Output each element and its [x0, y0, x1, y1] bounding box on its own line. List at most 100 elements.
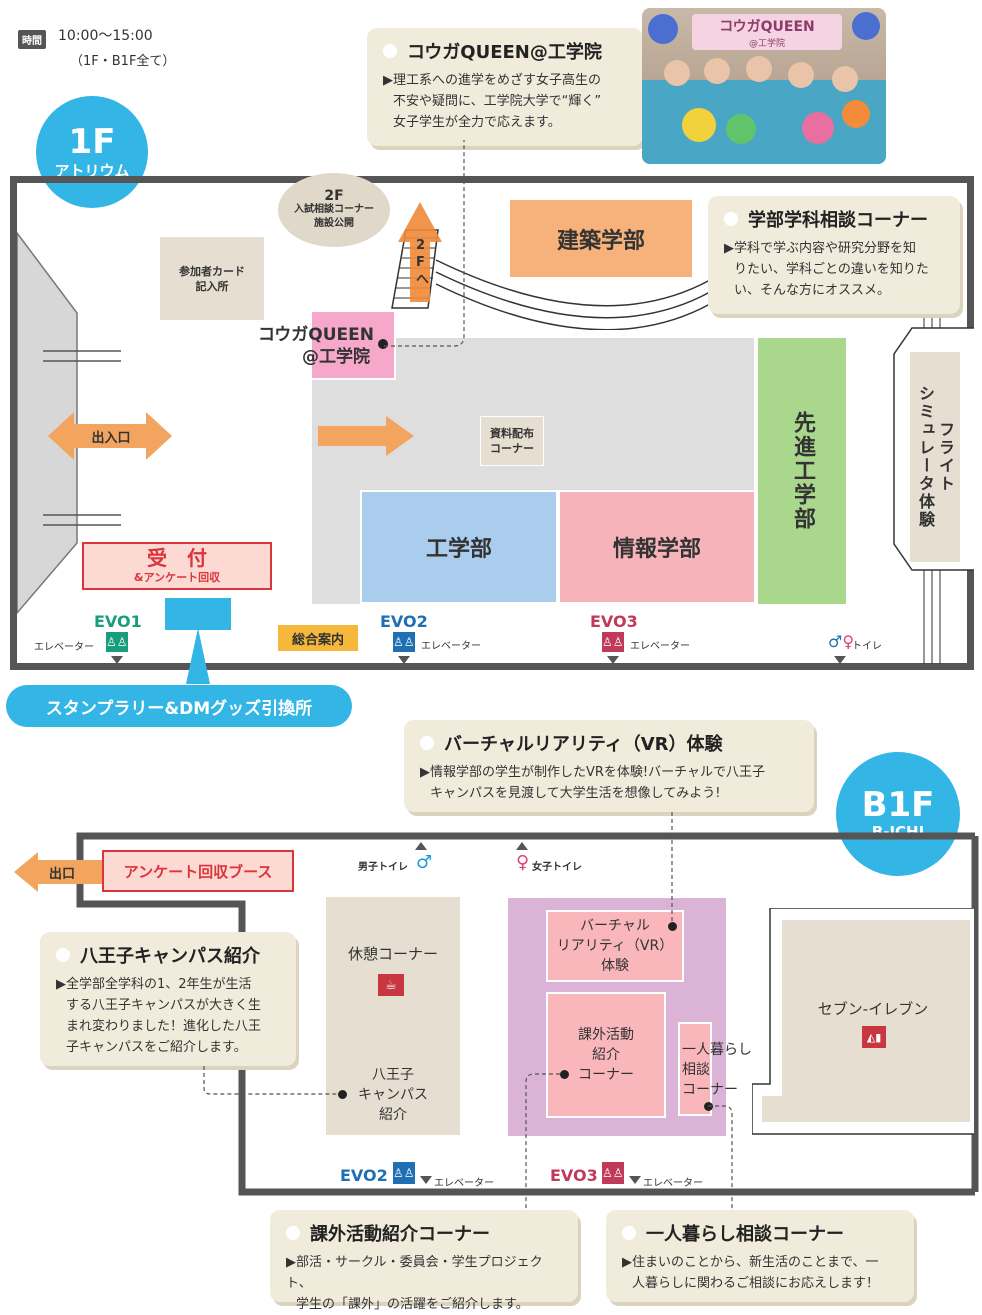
queen-info-card: コウガQUEEN@工学院 ▶理工系への進学をめざす女子高生の 不安や疑問に、工学… — [367, 28, 643, 146]
vr-info-card: バーチャルリアリティ（VR）体験 ▶情報学部の学生が制作したVRを体験!バーチャ… — [404, 720, 814, 812]
stamp-rally-banner: スタンプラリー&DMグッズ引換所 — [6, 685, 352, 727]
room-label: フライトシミュレータ体験 — [915, 385, 955, 529]
queen-photo: コウガQUEEN @工学院 — [642, 8, 886, 164]
elevator-code-text: EVO3 — [550, 1166, 598, 1185]
balloon-icon — [648, 14, 678, 44]
elevator-code-text: EVO3 — [590, 612, 638, 631]
down-arrow-icon — [834, 656, 846, 664]
seven-eleven-label: セブン-イレブン — [817, 999, 929, 1018]
materials-corner: 資料配布 コーナー — [480, 416, 544, 466]
person-face — [788, 62, 814, 88]
card-line: ▶全学部全学科の1、2年生が生活 — [56, 977, 252, 992]
flow-arrow-icon — [318, 416, 414, 456]
card-line: 子キャンパスをご紹介します。 — [66, 1040, 247, 1055]
card-line: 不安や疑問に、工学院大学で“輝く” — [393, 94, 602, 109]
elevator-label: エレベーター — [630, 641, 690, 652]
room-label: 課外活動 — [578, 1027, 634, 1043]
living-room-label: 一人暮らし 相談 コーナー — [682, 1040, 752, 1100]
hachioji-info-card: 八王子キャンパス紹介 ▶全学部全学科の1、2年生が生活 する八王子キャンパスが大… — [40, 932, 296, 1066]
room-label: コーナー — [490, 442, 534, 455]
floor-label: B1F — [861, 785, 935, 825]
bullet-dot — [383, 44, 397, 58]
room-label: リアリティ（VR） — [556, 938, 674, 954]
room-label: 紹介 — [379, 1107, 407, 1123]
architecture-room: 建築学部 — [510, 200, 692, 277]
second-floor-bubble: 2F 入試相談コーナー 施設公開 — [278, 173, 390, 247]
elevator-code-text: EVO1 — [94, 612, 142, 631]
card-line: キャンパスを見渡して大学生活を想像してみよう! — [430, 786, 721, 801]
elevator-code: EVO2 — [340, 1166, 388, 1185]
marker-dot — [338, 1090, 347, 1099]
card-line: ▶理工系への進学をめざす女子高生の — [383, 73, 601, 88]
elevator-code: EVO3 — [590, 612, 638, 631]
photo-sign: コウガQUEEN @工学院 — [692, 14, 842, 50]
elevator-code: EVO3 — [550, 1166, 598, 1185]
person-face — [746, 56, 772, 82]
room-label: 相談 — [682, 1062, 710, 1078]
dept-consult-card: 学部学科相談コーナー ▶学科で学ぶ内容や研究分野を知 りたい、学科ごとの違いを知… — [708, 196, 960, 314]
banner-pointer — [186, 628, 210, 684]
floor-name: アトリウム — [54, 161, 130, 180]
balloon-icon — [726, 114, 756, 144]
hachioji-room-label: 八王子 キャンパス 紹介 — [326, 1062, 460, 1128]
person-face — [664, 60, 690, 86]
elevator-label: エレベーター — [434, 1178, 494, 1189]
informatics-room: 情報学部 — [558, 490, 756, 604]
shop-icon: ◭▮ — [862, 1026, 886, 1048]
room-label: コーナー — [682, 1082, 738, 1098]
elevator-code: EVO1 — [94, 612, 142, 631]
card-title: 一人暮らし相談コーナー — [646, 1224, 844, 1245]
stairs-label: 2Fへ — [413, 238, 428, 287]
stamp-exchange-booth — [165, 598, 231, 630]
event-time-note: （1F・B1F全て） — [70, 54, 176, 69]
bubble-line: 2F — [324, 188, 344, 204]
floor-plan-b1f — [76, 832, 979, 1196]
balloon-icon — [682, 108, 716, 142]
photo-sign-sub: @工学院 — [748, 38, 785, 49]
down-arrow-icon — [398, 656, 410, 664]
bubble-line: 入試相談コーナー — [294, 204, 374, 215]
room-label: @工学院 — [302, 347, 370, 367]
time-badge: 時間 — [18, 30, 46, 49]
stairs-icon — [391, 202, 711, 330]
down-arrow-icon — [420, 1176, 432, 1184]
toilet-icon: ♂♀ — [828, 632, 855, 651]
cafe-icon: ☕ — [378, 974, 404, 996]
balloon-icon — [802, 112, 834, 144]
bullet-dot — [724, 212, 738, 226]
room-label: 八王子 — [372, 1067, 414, 1083]
mens-toilet-icon: ♂ — [416, 852, 433, 873]
bullet-dot — [56, 948, 70, 962]
living-info-card: 一人暮らし相談コーナー ▶住まいのことから、新生活のことまで、一 人暮らしに関わ… — [606, 1210, 914, 1302]
card-line: 人暮らしに関わるご相談にお応えします！ — [632, 1276, 880, 1291]
card-line: する八王子キャンパスが大きく生 — [66, 998, 262, 1013]
elevator-label: エレベーター — [643, 1178, 703, 1189]
elevator-code-text: EVO2 — [340, 1166, 388, 1185]
down-arrow-icon — [629, 1176, 641, 1184]
queen-booth-label: コウガQUEEN @工学院 — [238, 324, 374, 368]
elevator-code: EVO2 — [380, 612, 428, 631]
floor-label: 1F — [68, 121, 116, 162]
card-line: まれ変わりました！進化した八王 — [66, 1019, 262, 1034]
card-title: 八王子キャンパス紹介 — [80, 946, 260, 967]
room-label: 一人暮らし — [682, 1042, 752, 1058]
room-label: 記入所 — [195, 279, 229, 293]
survey-booth: アンケート回収ブース — [102, 850, 294, 892]
card-title: バーチャルリアリティ（VR）体験 — [444, 734, 723, 755]
room-label: 先進工学部 — [790, 411, 815, 531]
seven-eleven-store — [752, 908, 974, 1135]
floor-badge-1f: 1F アトリウム — [36, 96, 148, 208]
elevator-label: エレベーター — [34, 642, 94, 653]
vr-room: バーチャル リアリティ（VR） 体験 — [546, 910, 684, 982]
room-label: 参加者カード — [179, 264, 245, 278]
bullet-dot — [622, 1226, 636, 1240]
card-line: い、そんな方にオススメ。 — [734, 283, 891, 298]
entrance-wall — [17, 231, 121, 615]
up-arrow-icon — [516, 842, 528, 850]
marker-dot — [668, 922, 677, 931]
card-line: ▶部活・サークル・委員会・学生プロジェクト、 — [286, 1255, 543, 1291]
floor-badge-b1f: B1F B-ICHI — [836, 752, 960, 876]
room-label-line: シミュレータ体験 — [916, 385, 935, 529]
room-label: キャンパス — [358, 1087, 428, 1103]
